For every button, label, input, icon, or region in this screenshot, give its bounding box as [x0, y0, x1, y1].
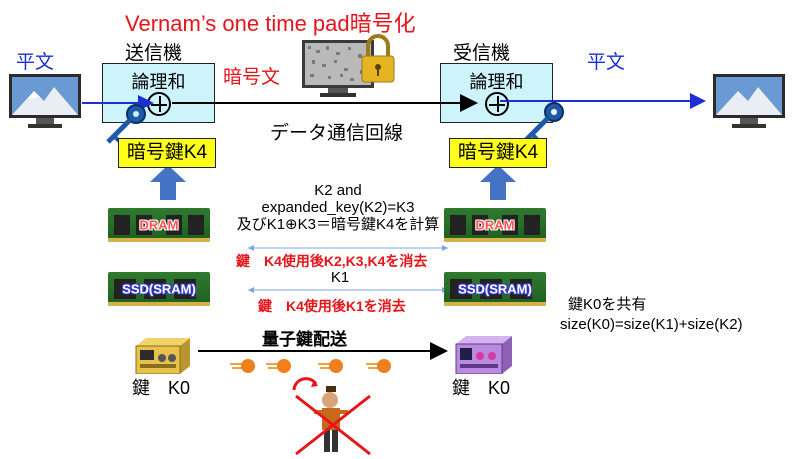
receiver-xor-box: 論理和	[440, 63, 553, 123]
dram-module-right: DRAM	[444, 208, 546, 242]
dram-module-left: DRAM	[108, 208, 210, 242]
key-icon-left	[106, 104, 146, 144]
share-line-2: size(K0)=size(K1)+size(K2)	[560, 316, 743, 333]
receiver-label: 受信機	[453, 43, 511, 64]
data-line-label: データ通信回線	[270, 123, 404, 144]
dram-label-right: DRAM	[475, 217, 515, 233]
calc-line-1: K2 and	[314, 182, 362, 199]
ssd-chips-left-icon	[108, 279, 210, 306]
key-icon-right	[524, 102, 564, 142]
ssd-module-right: SSD(SRAM)	[444, 272, 546, 306]
ssd-label-right: SSD(SRAM)	[458, 281, 532, 297]
sender-xor-box: 論理和	[102, 63, 215, 123]
plaintext-right-label: 平文	[587, 52, 626, 73]
diagram-title: Vernam’s one time pad暗号化	[125, 11, 416, 36]
photon-stream-icon	[230, 359, 391, 373]
ssd-label-left: SSD(SRAM)	[122, 281, 196, 297]
calc-line-3: 及びK1⊕K3＝暗号鍵K4を計算	[236, 216, 440, 233]
dram-chips-right-icon	[444, 215, 546, 242]
k0-left-label: 鍵 K0	[132, 378, 191, 398]
ciphertext-label: 暗号文	[223, 67, 281, 88]
qkd-device-left-icon	[135, 338, 190, 374]
key-k4-right: 暗号鍵K4	[449, 138, 547, 168]
sender-xor-label: 論理和	[131, 72, 186, 92]
erase-note-k2k3k4: 鍵 K4使用後K2,K3,K4を消去	[236, 253, 428, 269]
qkd-device-right-icon	[455, 336, 512, 374]
qkd-label: 量子鍵配送	[262, 330, 347, 349]
ssd-chips-right-icon	[444, 279, 546, 306]
k0-right-label: 鍵 K0	[452, 378, 511, 398]
share-line-1: 鍵K0を共有	[568, 296, 647, 313]
eavesdropper-blocked-icon	[292, 377, 371, 456]
plaintext-monitor-right-icon	[713, 74, 785, 128]
plaintext-monitor-left-icon	[9, 74, 81, 128]
receiver-xor-label: 論理和	[469, 72, 524, 92]
key-k4-left: 暗号鍵K4	[118, 138, 216, 168]
calc-note: K2 and expanded_key(K2)=K3 及びK1⊕K3＝暗号鍵K4…	[220, 182, 456, 233]
sender-label: 送信機	[125, 43, 183, 64]
receiver-xor-icon	[484, 92, 509, 116]
ciphertext-monitor-icon	[302, 34, 395, 97]
plaintext-left-label: 平文	[16, 52, 55, 73]
ssd-module-left: SSD(SRAM)	[108, 272, 210, 306]
calc-line-2: expanded_key(K2)=K3	[261, 199, 415, 216]
dram-chips-left-icon	[108, 215, 210, 242]
erase-note-k1: 鍵 K4使用後K1を消去	[258, 298, 406, 314]
k1-label: K1	[330, 269, 350, 286]
dram-label-left: DRAM	[139, 217, 179, 233]
